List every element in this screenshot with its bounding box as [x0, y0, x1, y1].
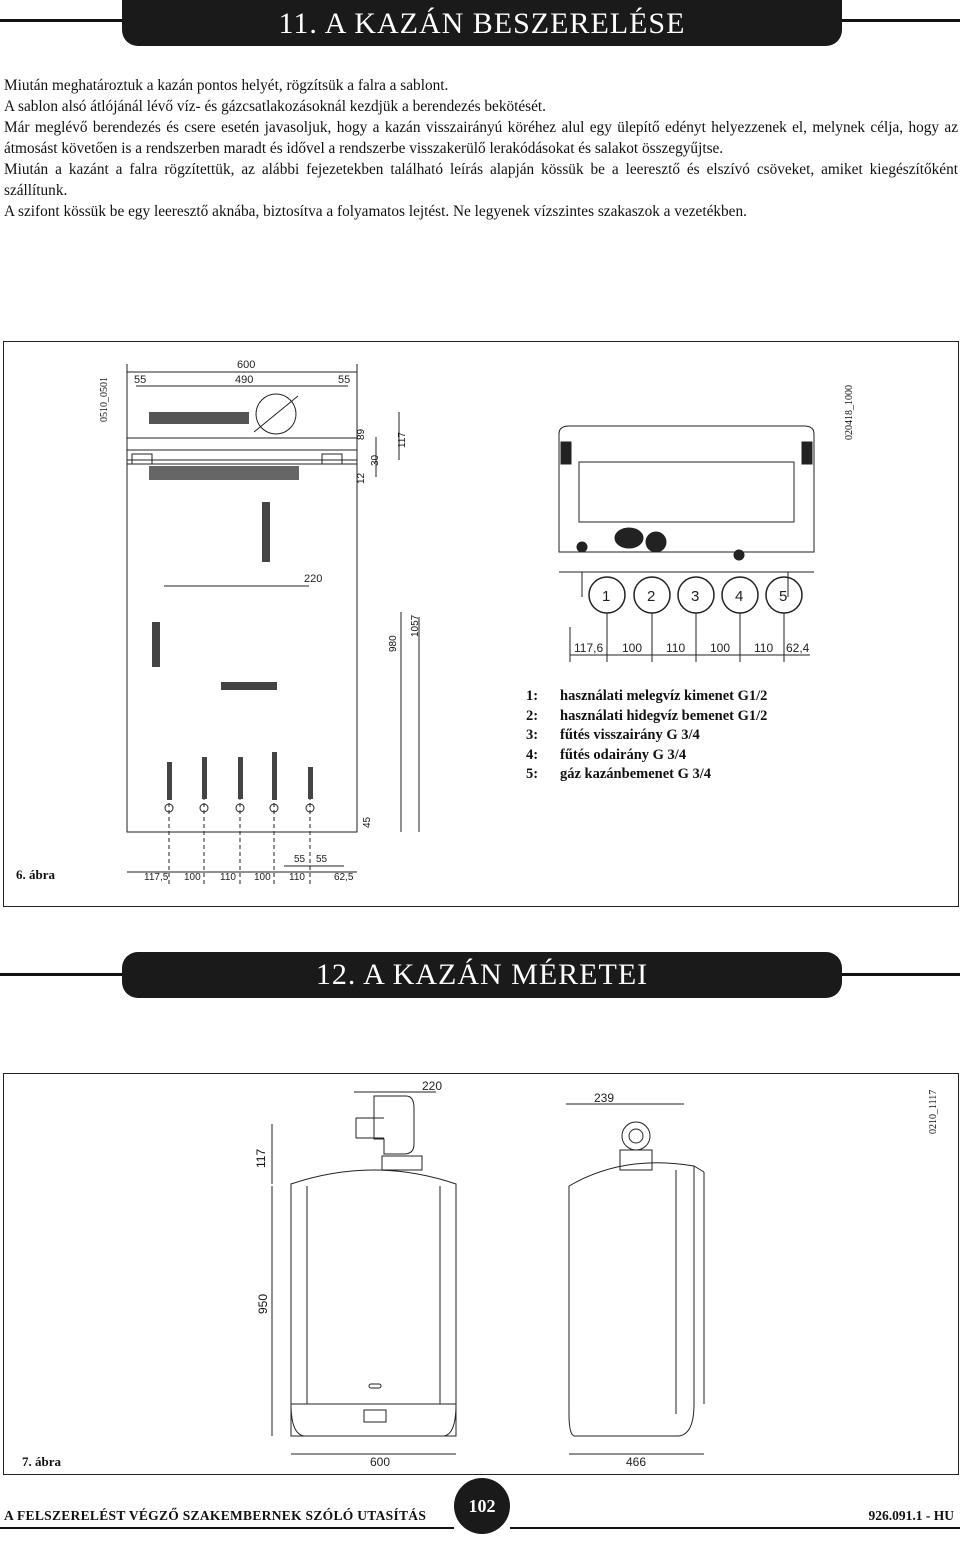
section-11-title: 11. A KAZÁN BESZERELÉSE — [278, 7, 686, 40]
legend-item-1: 1:használati melegvíz kimenet G1/2 — [526, 688, 768, 704]
dim-right-100a: 100 — [622, 641, 642, 655]
paragraph-2: A sablon alsó átlójánál lévő víz- és gáz… — [4, 98, 546, 115]
fig7-dim-600: 600 — [370, 1455, 390, 1469]
connector-label-5: 5 — [779, 588, 787, 605]
flue-side-outer — [621, 1121, 651, 1151]
fig6-dim-1057: 1057 — [410, 614, 421, 637]
fig6-dim-12: 12 — [356, 472, 367, 484]
dim-55-left: 55 — [134, 374, 146, 386]
dim-right-110a: 110 — [666, 641, 685, 655]
figure-7-code: 0210_1117 — [928, 1089, 939, 1134]
legend-item-4: 4:fűtés odairány G 3/4 — [526, 746, 687, 763]
dim-bottom-100b: 100 — [254, 872, 271, 883]
boiler-underside-panel — [578, 461, 795, 523]
dim-bottom-55b: 55 — [316, 854, 328, 865]
boiler-side-outline — [568, 1162, 695, 1437]
fig7-dim-950: 950 — [256, 1293, 270, 1314]
fig6-dim-30: 30 — [370, 454, 381, 466]
legend-item-3: 3:fűtés visszairány G 3/4 — [526, 727, 700, 743]
fig7-dim-239: 239 — [594, 1091, 614, 1105]
figure-6-code-right: 020418_1000 — [844, 385, 855, 440]
fig6-dim-89: 89 — [356, 428, 367, 440]
dim-right-624: 62,4 — [786, 641, 810, 655]
flue-circle — [255, 393, 297, 435]
legend-item-2: 2:használati hidegvíz bemenet G1/2 — [526, 707, 768, 724]
paragraph-1: Miután meghatároztuk a kazán pontos hely… — [4, 77, 449, 94]
footer-left-text: A FELSZERELÉST VÉGZŐ SZAKEMBERNEK SZÓLÓ … — [4, 1508, 427, 1523]
connector-label-1: 1 — [602, 588, 610, 605]
connector-label-3: 3 — [691, 588, 699, 605]
boiler-front-outline — [290, 1169, 457, 1437]
dim-220: 220 — [304, 573, 322, 585]
dim-right-110b: 110 — [754, 641, 773, 655]
boiler-underside-outline — [558, 425, 815, 553]
flue-side-inner — [628, 1128, 644, 1144]
paragraph-4: Miután a kazánt a falra rögzítettük, az … — [4, 161, 958, 199]
dim-bottom-110b: 110 — [289, 872, 305, 883]
legend-item-5: 5:gáz kazánbemenet G 3/4 — [526, 766, 712, 782]
dim-right-100b: 100 — [710, 641, 730, 655]
section-11-title-box: 11. A KAZÁN BESZERELÉSE — [122, 0, 842, 46]
paragraph-3: Már meglévő berendezés és csere esetén j… — [4, 119, 958, 157]
paragraph-5: A szifont kössük be egy leeresztő aknába… — [4, 203, 747, 220]
figure-6-code-left: 0510_0501 — [99, 377, 110, 422]
dim-bottom-1175: 117,5 — [144, 872, 169, 883]
footer-rule-right — [510, 1527, 960, 1529]
template-outline — [126, 459, 358, 833]
dim-bottom-110a: 110 — [220, 872, 236, 883]
fig7-dim-117: 117 — [254, 1148, 268, 1168]
figure-6-legend: 1:használati melegvíz kimenet G1/2 2:has… — [526, 687, 767, 785]
figure-7-drawing: 220 600 239 466 — [271, 1079, 705, 1469]
dim-bottom-100a: 100 — [184, 872, 201, 883]
figure-7: 220 600 239 466 117 950 0210_1117 7. ábr… — [3, 1073, 959, 1475]
figure-6: 600 490 55 55 220 117,5 100 110 100 110 … — [3, 341, 959, 907]
dim-bottom-55a: 55 — [294, 854, 306, 865]
dim-600: 600 — [237, 359, 255, 371]
dim-right-1176: 117,6 — [574, 641, 603, 655]
dim-490: 490 — [235, 374, 253, 386]
footer-doc-code: 926.091.1 - HU — [868, 1508, 955, 1523]
fig6-dim-980: 980 — [388, 635, 399, 652]
connector-label-4: 4 — [735, 588, 743, 605]
fig7-dim-220: 220 — [422, 1079, 442, 1093]
figure-7-caption: 7. ábra — [22, 1454, 61, 1469]
fig7-dim-466: 466 — [626, 1455, 646, 1469]
fig6-dim-117: 117 — [397, 432, 408, 448]
connector-label-2: 2 — [647, 588, 655, 605]
intro-text: Miután meghatároztuk a kazán pontos hely… — [4, 75, 958, 222]
dim-55-right: 55 — [338, 374, 350, 386]
flue-front — [373, 1095, 415, 1155]
figure-6-drawing: 600 490 55 55 220 117,5 100 110 100 110 … — [126, 359, 815, 887]
section-12-title: 12. A KAZÁN MÉRETEI — [315, 958, 649, 991]
fig6-dim-45: 45 — [362, 816, 373, 828]
page-number: 102 — [454, 1478, 510, 1534]
figure-6-caption: 6. ábra — [16, 867, 55, 882]
dim-bottom-625: 62,5 — [334, 872, 354, 883]
section-12-title-box: 12. A KAZÁN MÉRETEI — [122, 952, 842, 998]
footer-rule-left — [0, 1527, 454, 1529]
